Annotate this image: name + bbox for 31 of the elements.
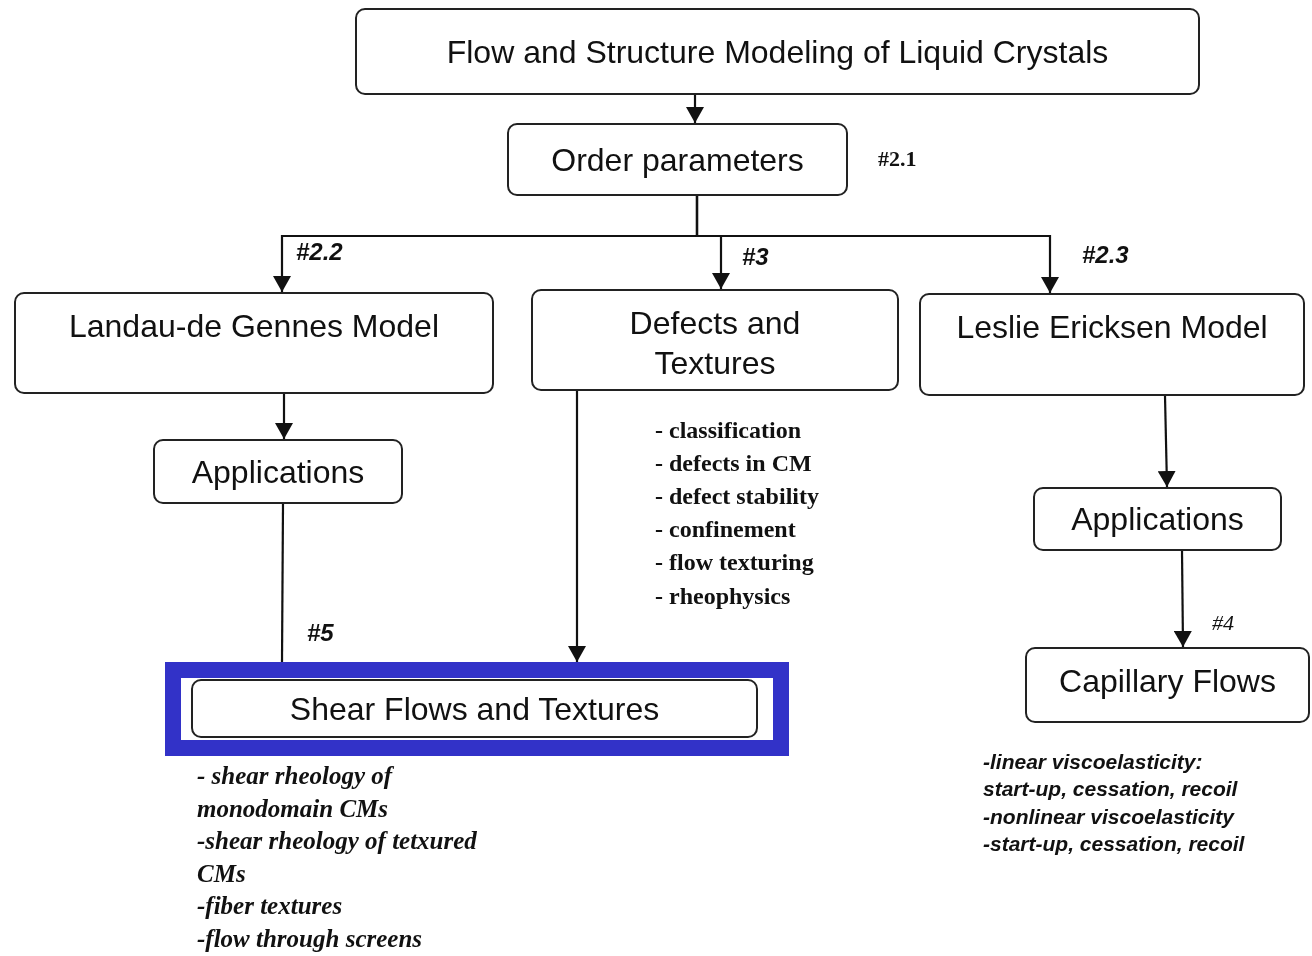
arrow (275, 394, 293, 439)
arrow (568, 391, 586, 662)
highlight-frame (165, 662, 789, 756)
list-item: - defect stability (655, 482, 819, 512)
list-item: -start-up, cessation, recoil (983, 830, 1246, 857)
list-item: - flow texturing (655, 548, 815, 578)
connector-line (280, 504, 285, 662)
list-item: -shear rheology of tetxured CMs (197, 826, 478, 889)
list-item: -fiber textures (197, 891, 344, 921)
arrow (1173, 551, 1192, 647)
list-item: - rheophysics (655, 581, 792, 611)
process-box: Leslie Ericksen Model (919, 293, 1305, 396)
arrow (686, 95, 704, 123)
process-box: Landau-de Gennes Model (14, 292, 494, 394)
list-item: -flow through screens (197, 923, 424, 954)
list-item: - confinement (655, 515, 797, 545)
list-item: - classification (655, 416, 802, 445)
list-item: - defects in CM (655, 449, 813, 479)
process-box: Applications (1033, 487, 1282, 551)
process-box: Defects and Textures (531, 289, 899, 391)
process-box: Shear Flows and Textures (191, 679, 758, 738)
process-box: Order parameters (507, 123, 848, 196)
process-box: Capillary Flows (1025, 647, 1310, 723)
list-item: -linear viscoelasticity: start-up, cessation, recoil (983, 749, 1239, 803)
process-box: Flow and Structure Modeling of Liquid Crystals (355, 8, 1200, 95)
process-box: Applications (153, 439, 403, 504)
arrow (695, 196, 1059, 293)
list-item: - shear rheology of monodomain CMs (197, 761, 395, 824)
arrow (1157, 395, 1176, 488)
section-number: #2.1 (878, 145, 917, 173)
list-item: -nonlinear viscoelasticity (983, 803, 1236, 830)
